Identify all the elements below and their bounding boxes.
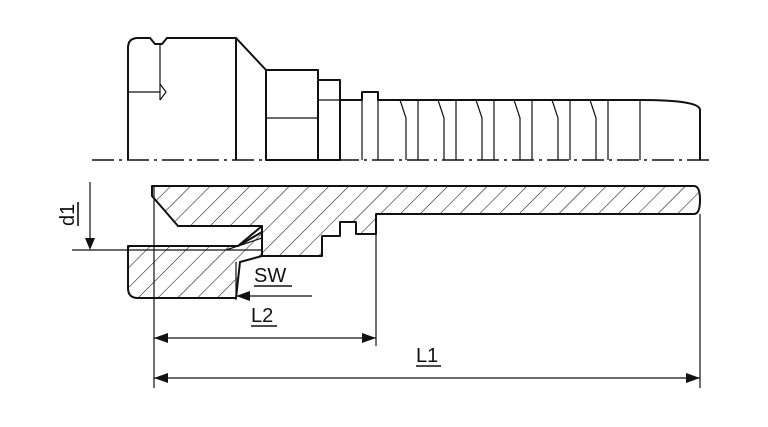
- seat-tip: [225, 237, 263, 251]
- nut-notch: [159, 83, 167, 101]
- l2-label: L2: [251, 305, 273, 327]
- dimension-d1: d1: [57, 182, 262, 251]
- dimension-l1: L1: [154, 214, 701, 388]
- l1-label: L1: [416, 345, 438, 367]
- collar: [265, 69, 319, 161]
- dimension-l2: L2: [153, 186, 377, 388]
- sw-label: SW: [254, 265, 286, 287]
- stem-outline: [340, 91, 701, 160]
- external-view: [127, 37, 701, 161]
- dimension-sw: SW: [235, 262, 312, 301]
- nut-chamfer: [235, 37, 267, 160]
- seat-cone: [237, 226, 263, 247]
- section-view: [127, 185, 701, 299]
- step-ring: [317, 79, 341, 161]
- d1-label: d1: [57, 204, 79, 226]
- section-stem-wall: [151, 185, 701, 257]
- barb-ribs: [361, 99, 641, 160]
- section-nut-wall: [127, 225, 263, 299]
- nut-outline: [127, 37, 237, 160]
